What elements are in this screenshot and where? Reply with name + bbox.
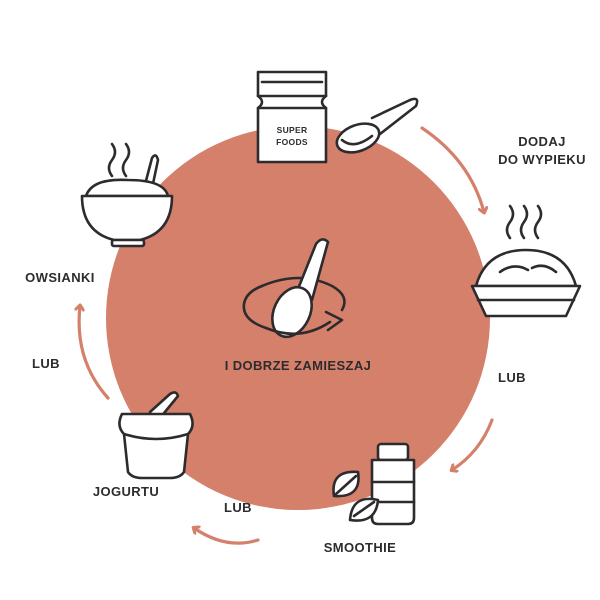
- arrow-to-bake: [420, 126, 484, 212]
- bake-label-line2: DO WYPIEKU: [498, 152, 586, 167]
- package-text-line1: SUPER: [277, 125, 308, 135]
- yogurt-cup-icon: [118, 391, 194, 480]
- pie-icon: [470, 204, 582, 318]
- package-text-line2: FOODS: [276, 137, 308, 147]
- bake-label-line1: DODAJ: [518, 134, 566, 149]
- spoon-icon: [335, 97, 419, 154]
- connector-label-bottom: LUB: [224, 500, 252, 515]
- arrow-to-oatmeal: [79, 306, 110, 400]
- arrow-to-yogurt: [194, 528, 260, 545]
- oatmeal-label: OWSIANKI: [25, 270, 95, 285]
- oatmeal-bowl-icon: [80, 142, 174, 248]
- center-label: I DOBRZE ZAMIESZAJ: [225, 358, 372, 373]
- yogurt-label: JOGURTU: [93, 484, 159, 499]
- arrow-to-smoothie: [452, 418, 494, 470]
- smoothie-label: SMOOTHIE: [324, 540, 397, 555]
- spoon-stirring-icon: [242, 238, 346, 339]
- connector-label-right: LUB: [498, 370, 526, 385]
- smoothie-jar-icon: [332, 442, 416, 526]
- superfoods-package-icon: SUPER FOODS: [256, 70, 328, 164]
- connector-label-left: LUB: [32, 356, 60, 371]
